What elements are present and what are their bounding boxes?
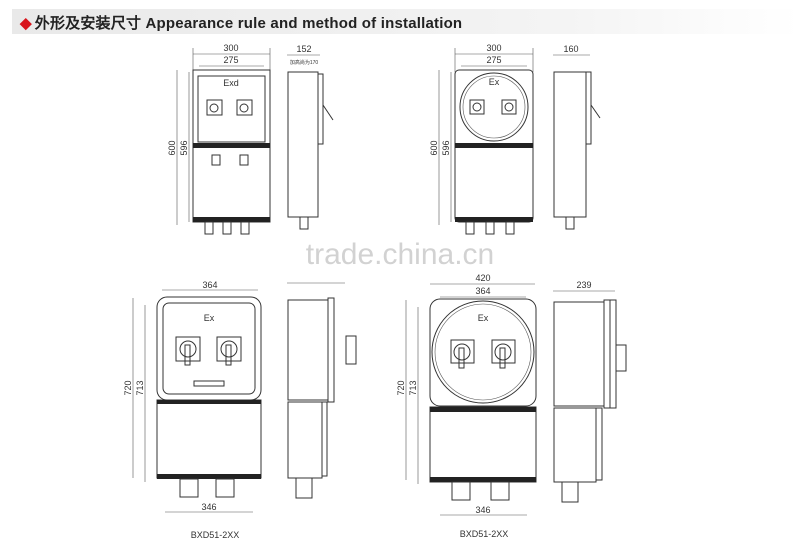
dim-width-outer: 300 bbox=[223, 43, 238, 53]
drawing-3-front: 364 720 713 Ex 346 BXD51-2XX bbox=[123, 280, 262, 540]
drawing-4-front: 420 364 720 713 Ex 346 BXD51-2XX bbox=[396, 273, 537, 539]
dim-depth: 239 bbox=[576, 280, 591, 290]
dim-height-inner: 713 bbox=[135, 380, 145, 395]
ex-marking: Ex bbox=[489, 77, 500, 87]
dim-width-inner: 364 bbox=[202, 280, 217, 290]
drawing-1-front: 300 275 600 596 Exd bbox=[167, 43, 271, 235]
depth-note: 加高尚为170 bbox=[290, 59, 319, 66]
ex-marking: Exd bbox=[223, 78, 239, 88]
model-label: BXD51-2XX bbox=[460, 529, 509, 539]
dim-height-outer: 720 bbox=[396, 380, 406, 395]
switch-left bbox=[206, 99, 223, 116]
switch-right bbox=[236, 99, 253, 116]
dim-height-outer: 600 bbox=[167, 140, 177, 155]
drawing-2-front: 300 275 600 596 Ex bbox=[429, 43, 534, 235]
dim-height-outer: 720 bbox=[123, 380, 133, 395]
dim-width-inner: 364 bbox=[475, 286, 490, 296]
section-title: ◆外形及安装尺寸 Appearance rule and method of i… bbox=[20, 12, 462, 33]
drawing-3-side bbox=[287, 282, 357, 499]
dim-height-inner: 596 bbox=[441, 140, 451, 155]
section-title-text: 外形及安装尺寸 Appearance rule and method of in… bbox=[34, 15, 463, 32]
dim-width-outer: 420 bbox=[475, 273, 490, 283]
dim-width-inner: 275 bbox=[223, 55, 238, 65]
drawing-1-side: 152 加高尚为170 bbox=[287, 44, 334, 230]
dim-mount-width: 346 bbox=[201, 502, 216, 512]
ex-marking: Ex bbox=[478, 313, 489, 323]
model-label: BXD51-2XX bbox=[191, 530, 240, 540]
diamond-bullet-icon: ◆ bbox=[20, 15, 32, 32]
dim-depth: 152 bbox=[296, 44, 311, 54]
section-header-bar bbox=[12, 9, 800, 34]
dim-height-inner: 713 bbox=[408, 380, 418, 395]
dim-height-inner: 596 bbox=[179, 140, 189, 155]
dim-depth: 160 bbox=[563, 44, 578, 54]
dim-height-outer: 600 bbox=[429, 140, 439, 155]
drawing-4-side: 239 bbox=[553, 280, 627, 503]
watermark: trade.china.cn bbox=[306, 238, 494, 271]
ex-marking: Ex bbox=[204, 313, 215, 323]
drawing-2-side: 160 bbox=[553, 44, 601, 230]
dim-width-inner: 275 bbox=[486, 55, 501, 65]
dim-mount-width: 346 bbox=[475, 505, 490, 515]
dim-width-outer: 300 bbox=[486, 43, 501, 53]
